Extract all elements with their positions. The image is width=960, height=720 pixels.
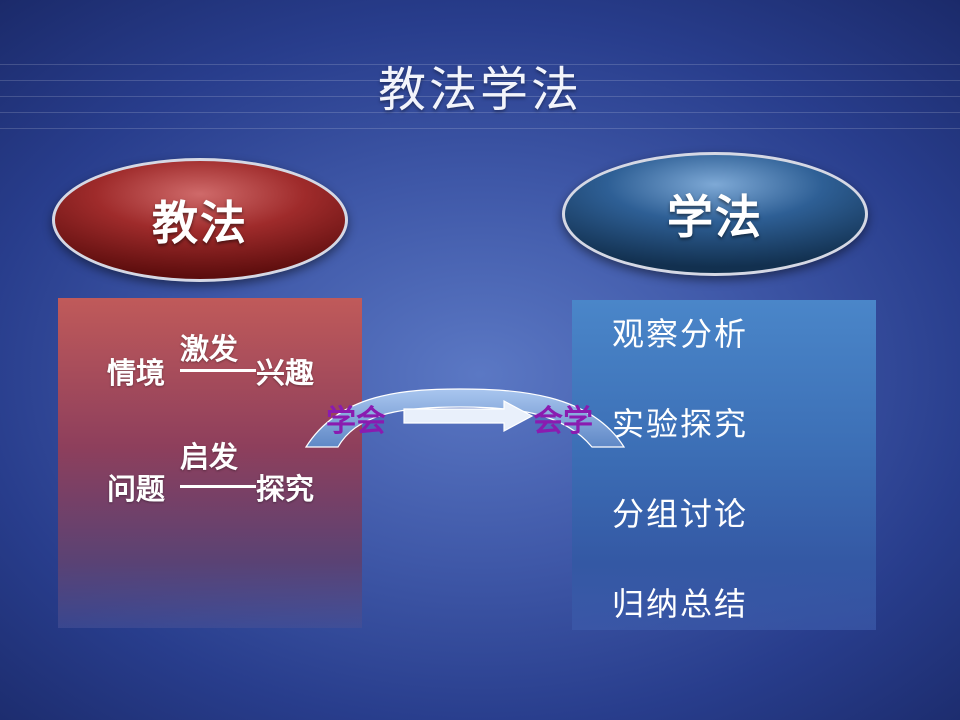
learning-item-2: 实验探究 [612, 405, 749, 443]
teaching-item-1-left-word: 情境 [107, 356, 166, 390]
learning-method-panel [572, 300, 876, 630]
title-rule-1 [0, 64, 960, 65]
transition-arrow-icon [304, 388, 626, 448]
teaching-method-oval: 教法 [52, 158, 348, 282]
learning-item-4: 归纳总结 [612, 585, 749, 623]
title-rule-3 [0, 96, 960, 97]
title-rule-5 [0, 128, 960, 129]
teaching-item-2-dash [180, 485, 256, 488]
learning-method-oval: 学法 [562, 152, 868, 276]
teaching-item-1-top-word: 激发 [180, 332, 239, 366]
learning-item-3: 分组讨论 [612, 495, 749, 533]
teaching-method-panel [58, 298, 362, 628]
title-rule-4 [0, 112, 960, 113]
teaching-item-1-right-word: 兴趣 [256, 356, 315, 390]
teaching-item-1-dash [180, 369, 256, 372]
slide-title: 教法学法 [377, 62, 582, 118]
teaching-item-2-right-word: 探究 [256, 472, 315, 506]
transition-from-label: 学会 [326, 404, 386, 439]
teaching-method-heading: 教法 [152, 196, 248, 250]
learning-method-heading: 学法 [667, 190, 763, 244]
title-rule-2 [0, 80, 960, 81]
transition-to-label: 会学 [533, 404, 593, 439]
teaching-item-2-left-word: 问题 [107, 472, 166, 506]
learning-item-1: 观察分析 [612, 315, 749, 353]
teaching-item-2-top-word: 启发 [180, 440, 239, 474]
